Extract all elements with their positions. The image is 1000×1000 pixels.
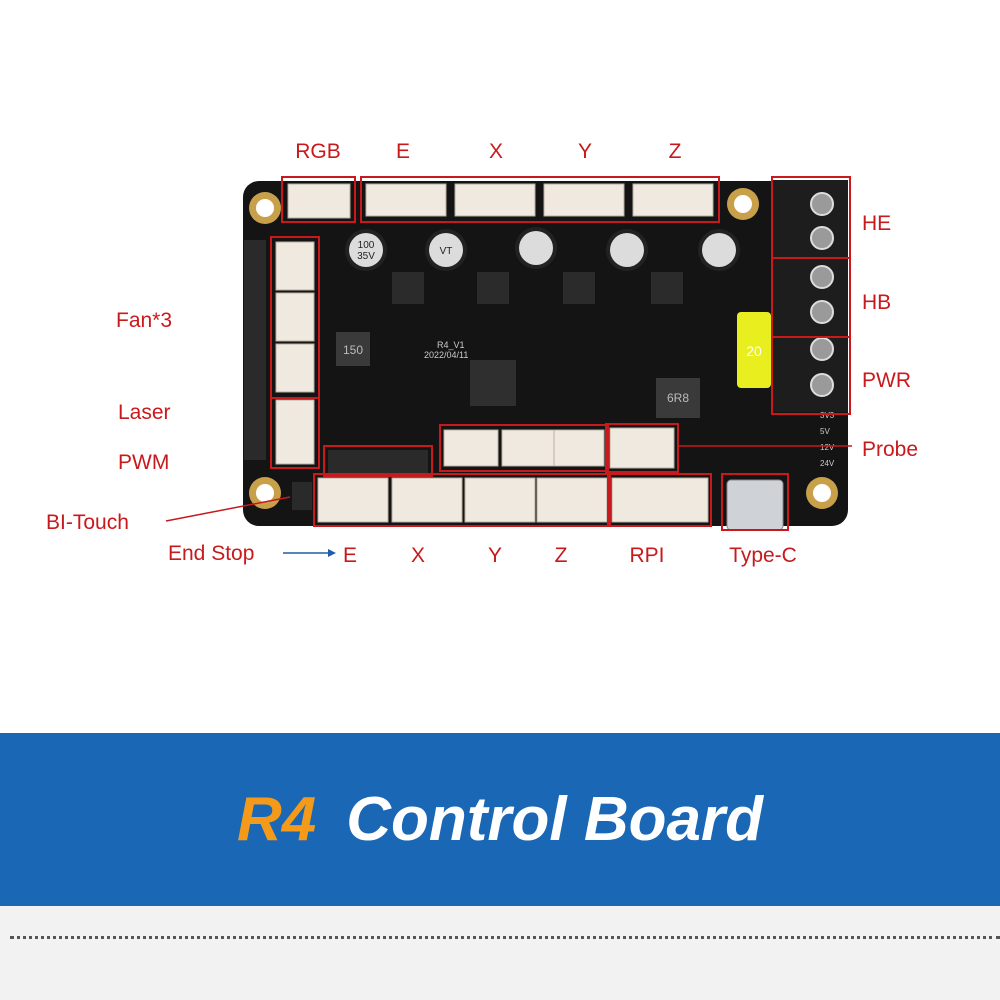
thermistor-connector-3: [553, 429, 605, 467]
title-banner: R4 Control Board: [0, 733, 1000, 906]
box-top-motors: [360, 176, 720, 223]
label-hb: HB: [862, 291, 892, 314]
rp2040-chip: [470, 360, 516, 406]
usb-type-c: [726, 479, 784, 531]
inductor-small: [336, 332, 370, 366]
driver-chip-1: [392, 272, 424, 304]
motor-y-connector: [543, 183, 625, 217]
board-diagram: 100 35V VT 150 6R8 R4_V1 2022/04/11 20 3…: [165, 176, 852, 557]
bltouch-header: [292, 482, 312, 510]
highlight-boxes: [270, 176, 851, 531]
swd-header: [328, 450, 428, 474]
capacitor-4: [606, 229, 648, 271]
gpio-header: [244, 240, 266, 460]
box-terminal: [771, 176, 851, 415]
driver-chip-4: [651, 272, 683, 304]
label-top-z: Z: [668, 140, 682, 163]
volt-3v3: 3V3: [820, 411, 835, 420]
box-swd: [323, 445, 433, 477]
label-top-e: E: [395, 140, 411, 163]
label-probe: Probe: [862, 438, 919, 461]
capacitor-volt: 35V: [357, 251, 375, 262]
label-typec: Type-C: [729, 544, 797, 567]
label-bottom-e: E: [342, 544, 358, 567]
box-rgb: [281, 176, 356, 223]
label-top-x: X: [488, 140, 504, 163]
label-endstop: End Stop: [168, 542, 255, 565]
pcb: [243, 181, 848, 526]
fan-connector-3: [275, 343, 315, 393]
bltouch-leader: [165, 496, 291, 522]
fuse-text: 20: [746, 343, 762, 359]
fan-connector-1: [275, 241, 315, 291]
inductor-large-text: 6R8: [667, 391, 689, 405]
box-typec: [721, 473, 789, 531]
terminal-screws: [810, 192, 834, 397]
endstop-arrow: [283, 549, 336, 557]
laser-pwm-connector: [275, 399, 315, 465]
capacitor-1: [345, 229, 387, 271]
rpi-connector: [611, 477, 709, 523]
capacitor-2: [425, 229, 467, 271]
box-probe: [605, 423, 679, 473]
label-top-y: Y: [577, 140, 593, 163]
motor-e-connector: [365, 183, 447, 217]
capacitor-5: [698, 229, 740, 271]
mount-hole-top-left: [249, 192, 281, 224]
mount-hole-bottom-right: [806, 477, 838, 509]
inductor-small-text: 150: [343, 343, 363, 357]
footer-strip: [0, 906, 1000, 1000]
endstop-y-connector: [464, 477, 536, 523]
volt-5v: 5V: [820, 427, 830, 436]
box-thermistors: [439, 424, 609, 472]
banner-title-rest: Control Board: [346, 785, 763, 854]
dotted-divider: [10, 936, 1000, 939]
label-bottom-z: Z: [554, 544, 568, 567]
endstop-x-connector: [391, 477, 463, 523]
box-rpi: [607, 473, 712, 527]
label-rgb: RGB: [295, 140, 341, 163]
terminal-block: [772, 180, 848, 412]
label-pwr: PWR: [862, 369, 911, 392]
board-model: R4_V1: [437, 340, 465, 350]
rgb-connector: [287, 183, 351, 219]
label-bottom-y: Y: [487, 544, 503, 567]
probe-connector: [609, 427, 675, 469]
endstop-z-connector: [536, 477, 608, 523]
capacitor-mark: VT: [440, 246, 453, 257]
banner-title-r4: R4: [236, 785, 317, 854]
volt-12v: 12V: [820, 443, 835, 452]
box-laser-pwm: [270, 397, 320, 469]
terminal-dividers: [772, 257, 850, 338]
thermistor-connector-2: [501, 429, 557, 467]
thermistor-connector-1: [443, 429, 499, 467]
volt-24v: 24V: [820, 459, 835, 468]
box-bottom-endstops: [313, 473, 611, 527]
capacitor-3: [515, 227, 557, 269]
capacitor-text: 100: [358, 240, 375, 251]
label-pwm: PWM: [118, 451, 170, 474]
endstop-e-connector: [317, 477, 389, 523]
label-he: HE: [862, 212, 892, 235]
motor-z-connector: [632, 183, 714, 217]
label-rpi: RPI: [629, 544, 665, 567]
board-date: 2022/04/11: [424, 350, 468, 360]
fuse: [737, 312, 771, 388]
label-bltouch: BI-Touch: [46, 511, 129, 534]
label-laser: Laser: [118, 401, 171, 424]
mount-hole-top-right: [727, 188, 759, 220]
label-fan: Fan*3: [116, 309, 173, 332]
driver-chip-2: [477, 272, 509, 304]
label-bottom-x: X: [410, 544, 426, 567]
driver-chip-3: [563, 272, 595, 304]
inductor-large: [656, 378, 700, 418]
fan-connector-2: [275, 292, 315, 342]
motor-x-connector: [454, 183, 536, 217]
